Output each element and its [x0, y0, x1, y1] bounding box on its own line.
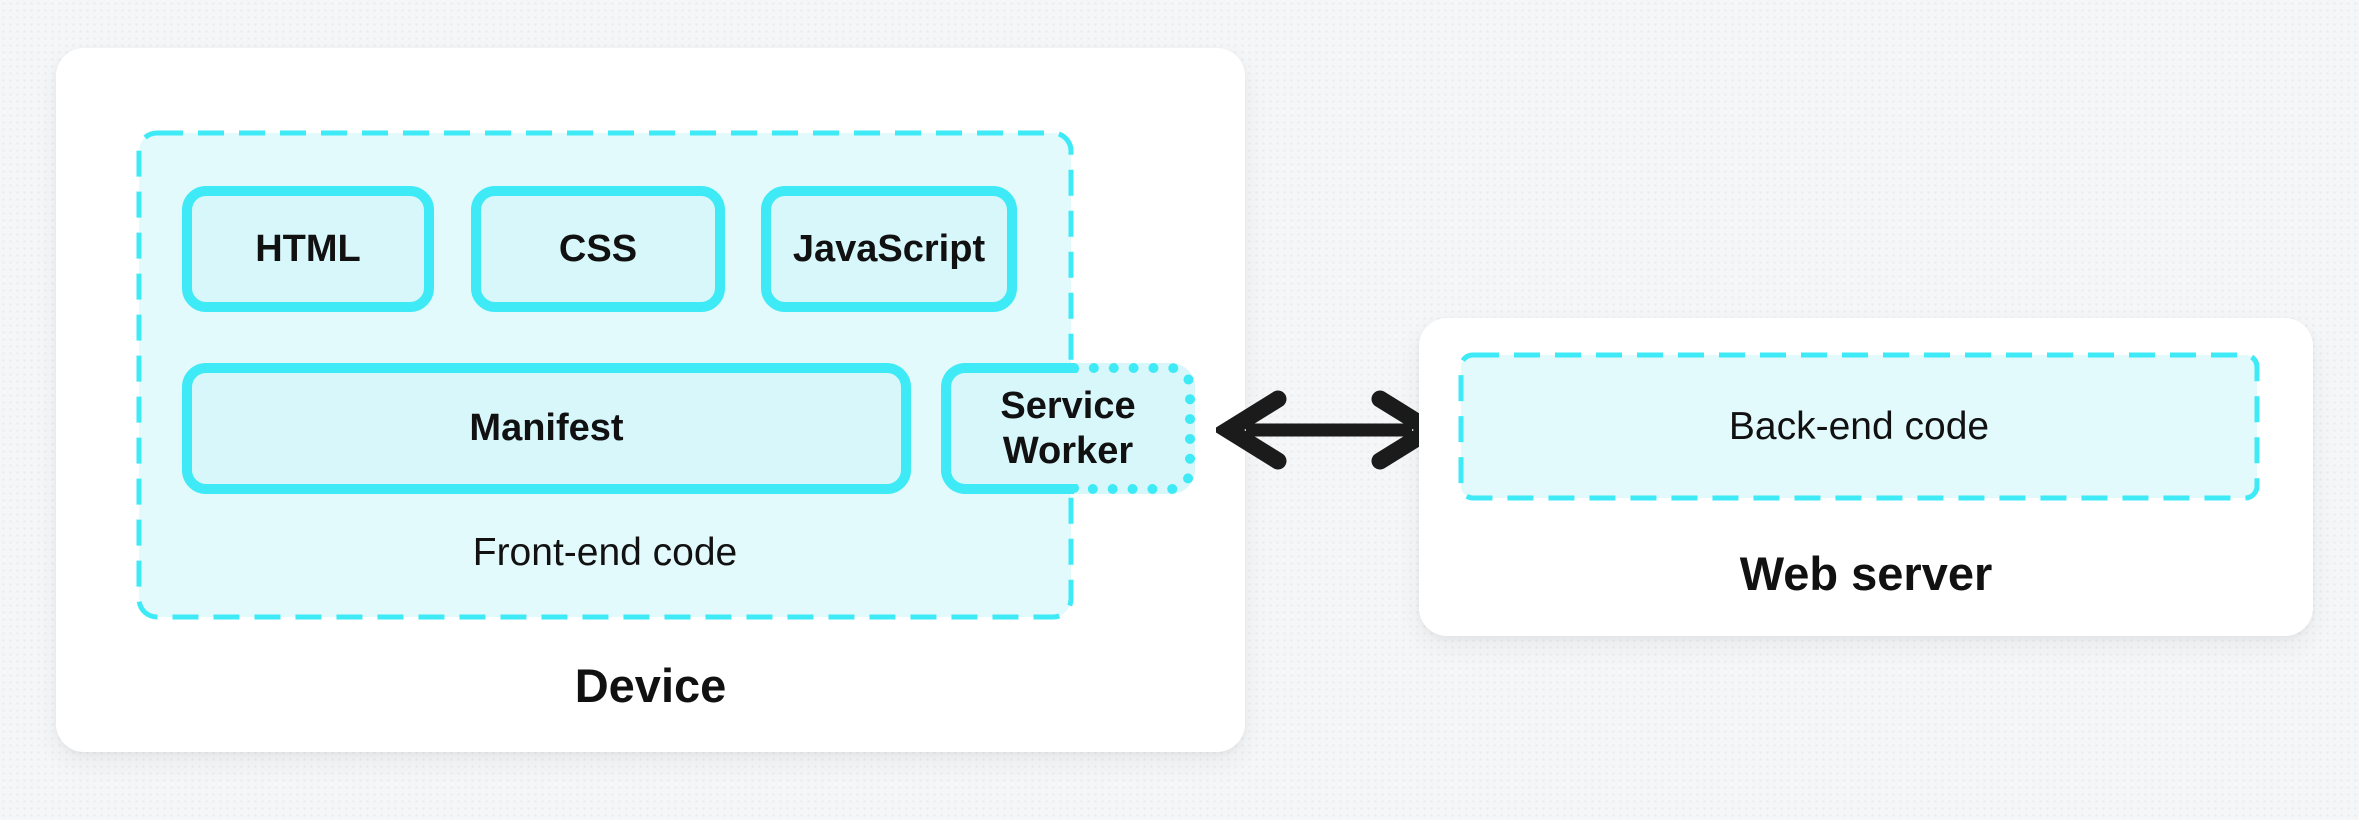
- frontend-code-label: Front-end code: [472, 531, 738, 574]
- css-box-label: CSS: [558, 227, 638, 270]
- service-worker-label: Service Worker: [1000, 384, 1136, 472]
- html-box-label: HTML: [255, 227, 361, 270]
- device-panel: HTML CSS JavaScript Manifest Service Wor…: [56, 48, 1245, 752]
- css-box: CSS: [471, 186, 725, 312]
- service-worker-solid-border: [941, 363, 1074, 494]
- backend-container: [1458, 352, 2260, 501]
- javascript-box-label: JavaScript: [792, 227, 986, 270]
- bidirectional-arrow-icon: [1216, 390, 1442, 470]
- javascript-box: JavaScript: [761, 186, 1017, 312]
- html-box: HTML: [182, 186, 434, 312]
- service-worker-box: Service Worker: [941, 363, 1195, 494]
- backend-code-label: Back-end code: [1728, 404, 1990, 448]
- manifest-box-label: Manifest: [469, 407, 624, 449]
- service-worker-dotted-border: [1074, 363, 1195, 494]
- web-server-panel: Back-end code Web server: [1419, 318, 2313, 636]
- web-server-label: Web server: [1739, 547, 1993, 600]
- device-label: Device: [574, 659, 727, 712]
- manifest-box: Manifest: [182, 363, 911, 494]
